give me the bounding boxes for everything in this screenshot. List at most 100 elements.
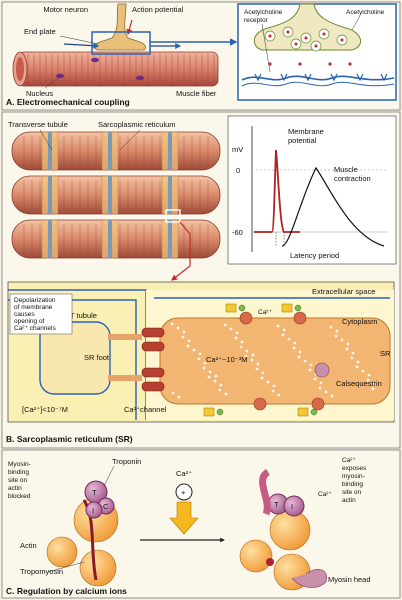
label-action-potential: Action potential: [132, 5, 184, 14]
transverse-tubule-segment: [48, 220, 52, 258]
tt-link-1: [108, 334, 142, 340]
vesicle-ach: [340, 38, 344, 42]
label-membrane-1: Membrane: [288, 127, 324, 136]
ca-ion-symbol: [175, 483, 193, 501]
calcium-dot: [287, 337, 291, 341]
calcium-dot: [319, 381, 323, 385]
sr-calcium-dots: [170, 322, 376, 399]
calcium-dot: [329, 325, 333, 329]
sr-compartment: [159, 317, 391, 405]
calcium-dot: [324, 390, 328, 394]
calcium-dot: [271, 389, 275, 393]
troponin-i-left: I: [92, 506, 94, 515]
depol-1: Depolarization: [14, 297, 56, 304]
calcium-dot: [213, 379, 217, 383]
tropomyosin-leader: [47, 561, 85, 573]
calcium-dot: [281, 333, 285, 337]
label-muscle-1: Muscle: [334, 165, 358, 174]
graph-panel: [227, 115, 397, 265]
calcium-dot: [176, 326, 180, 330]
label-sr-foot: SR foot: [84, 353, 110, 362]
calcium-dot: [293, 341, 297, 345]
calcium-dot: [208, 370, 212, 374]
muscle-contraction-curve: [281, 166, 385, 247]
label-muscle-2: contraction: [334, 174, 371, 183]
membrane-potential-curve: [254, 149, 300, 233]
transverse-tubule-segment: [168, 220, 172, 258]
ach-receptor: [280, 73, 288, 82]
myosin-head-shape: [291, 569, 327, 588]
calcium-dot: [229, 327, 233, 331]
calcium-dot: [214, 374, 218, 378]
calcium-dot: [245, 349, 249, 353]
transverse-tubule-segment: [168, 176, 172, 214]
calcium-dot: [372, 382, 376, 386]
calcium-dot: [197, 357, 201, 361]
calcium-dot: [266, 380, 270, 384]
calcium-dot: [366, 378, 370, 382]
end-plate-leader: [59, 35, 99, 45]
calcium-dot: [224, 392, 228, 396]
calcium-dot: [218, 388, 222, 392]
troponin-t-right: T: [274, 500, 279, 509]
label-extracellular: Extracellular space: [312, 287, 375, 296]
label-latency: Latency period: [290, 251, 339, 260]
calcium-dot: [334, 334, 338, 338]
label-nucleus: Nucleus: [26, 89, 53, 98]
postsynaptic-membrane-inner: [241, 81, 395, 87]
ach-receptor: [380, 73, 388, 82]
calcium-dot: [298, 350, 302, 354]
atp-block: [203, 407, 215, 417]
myosin-site-2: binding: [8, 469, 29, 476]
label-ca-low: [Ca²⁺]<10⁻⁷M: [22, 405, 68, 414]
sr-foot-4: [141, 381, 165, 392]
troponin-t-left: T: [92, 488, 97, 497]
label-ca-plus: Ca²⁺: [176, 469, 192, 478]
ach-molecule: [348, 62, 352, 66]
label-ca-high: Ca²⁺~10⁻³M: [206, 355, 247, 364]
calcium-dot: [219, 383, 223, 387]
sr-foot-2: [141, 341, 165, 352]
calcium-dot: [192, 348, 196, 352]
atp-block: [297, 407, 309, 417]
label-ca-ion: Ca²⁺: [258, 309, 272, 316]
ach-leader: [351, 15, 361, 31]
plus-sign: +: [181, 488, 186, 497]
calcium-dot: [356, 360, 360, 364]
nerve-terminal: [253, 3, 361, 51]
myosin-site-1: Myosin-: [8, 461, 31, 468]
transverse-tubule-segment: [48, 132, 52, 170]
calcium-dot: [282, 328, 286, 332]
graph-tick-neg60: -60: [232, 228, 243, 237]
graph-unit: mV: [232, 145, 243, 154]
ca-pump: [311, 397, 325, 411]
actin-exposed: [239, 468, 327, 591]
exposes-2: exposes: [342, 465, 367, 472]
depol-box: [9, 293, 73, 335]
calcium-dot: [198, 352, 202, 356]
label-calsequestrin: Calsequestrin: [336, 379, 382, 388]
vesicle-ach: [322, 32, 326, 36]
vesicle-ach: [304, 36, 308, 40]
vesicle-ach: [268, 34, 272, 38]
calcium-dot: [345, 347, 349, 351]
section-c-panel: [1, 449, 401, 599]
label-ca-right: Ca²⁺: [318, 491, 332, 498]
sr-foot-3: [141, 367, 165, 378]
ach-receptors: [254, 62, 388, 82]
exposes-5: site on: [342, 489, 362, 496]
calcium-dot: [239, 345, 243, 349]
transverse-tubule-segment: [168, 132, 172, 170]
label-muscle-fiber: Muscle fiber: [176, 89, 217, 98]
receptor-leader: [261, 23, 271, 73]
exposes-6: actin: [342, 497, 356, 504]
troponin-i-right: I: [291, 502, 293, 511]
calcium-dot: [240, 340, 244, 344]
vesicle-ach: [314, 44, 318, 48]
phosphate-dot: [216, 408, 224, 416]
label-ach-receptor-2: receptor: [244, 17, 269, 24]
calcium-dot: [250, 358, 254, 362]
calsequestrin: [314, 362, 330, 378]
myosin-site-3: site on: [8, 477, 28, 484]
ca-pump: [293, 311, 307, 325]
